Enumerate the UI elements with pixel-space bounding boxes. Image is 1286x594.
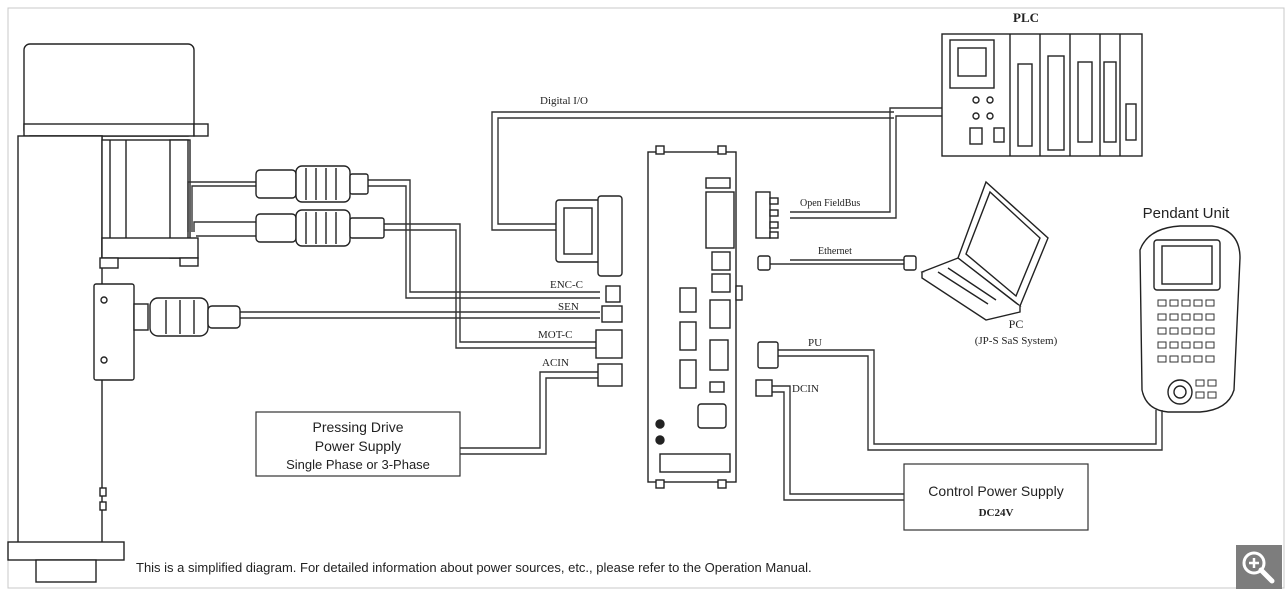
- pressing-drive-line1: Pressing Drive: [312, 419, 403, 435]
- mot-c-label: MOT-C: [538, 329, 572, 341]
- control-power-box: [903, 463, 1089, 531]
- zoom-in-icon: [1242, 551, 1275, 584]
- cable-connectors: [133, 165, 385, 337]
- footer-note: This is a simplified diagram. For detail…: [136, 560, 812, 575]
- pu-dcin-wiring: [770, 349, 1163, 501]
- pendant-keypad: [1157, 299, 1217, 399]
- dcin-label: DCIN: [792, 383, 819, 395]
- pu-label: PU: [808, 337, 822, 349]
- plc-label: PLC: [1013, 10, 1039, 25]
- pressing-drive-line2: Power Supply: [315, 438, 401, 454]
- enc-c-label: ENC-C: [550, 279, 583, 291]
- zoom-button[interactable]: [1236, 545, 1282, 589]
- pendant-unit-label: Pendant Unit: [1143, 205, 1231, 222]
- pressing-actuator: [7, 43, 209, 583]
- ethernet-label: Ethernet: [818, 246, 852, 257]
- open-fieldbus-label: Open FieldBus: [800, 198, 860, 209]
- actuator-cables: [187, 179, 600, 455]
- control-power-label: Control Power Supply: [928, 483, 1063, 499]
- pressing-drive-box: [255, 411, 461, 477]
- plc-unit: [941, 33, 1143, 157]
- sen-label: SEN: [558, 301, 579, 313]
- pc-sub-label: (JP-S SaS System): [975, 335, 1058, 347]
- pc-laptop: [920, 180, 1049, 321]
- acin-label: ACIN: [542, 357, 569, 369]
- control-power-sub-label: DC24V: [979, 507, 1014, 519]
- io-connectors: [555, 191, 917, 277]
- digital-io-label: Digital I/O: [540, 95, 588, 107]
- controller-unit: [595, 145, 743, 489]
- diagram-border: [7, 7, 1285, 589]
- digital-io-wiring: [491, 107, 944, 265]
- pc-label: PC: [1009, 317, 1024, 331]
- pressing-drive-line3: Single Phase or 3-Phase: [286, 457, 430, 472]
- pu-dcin-connectors: [755, 341, 779, 397]
